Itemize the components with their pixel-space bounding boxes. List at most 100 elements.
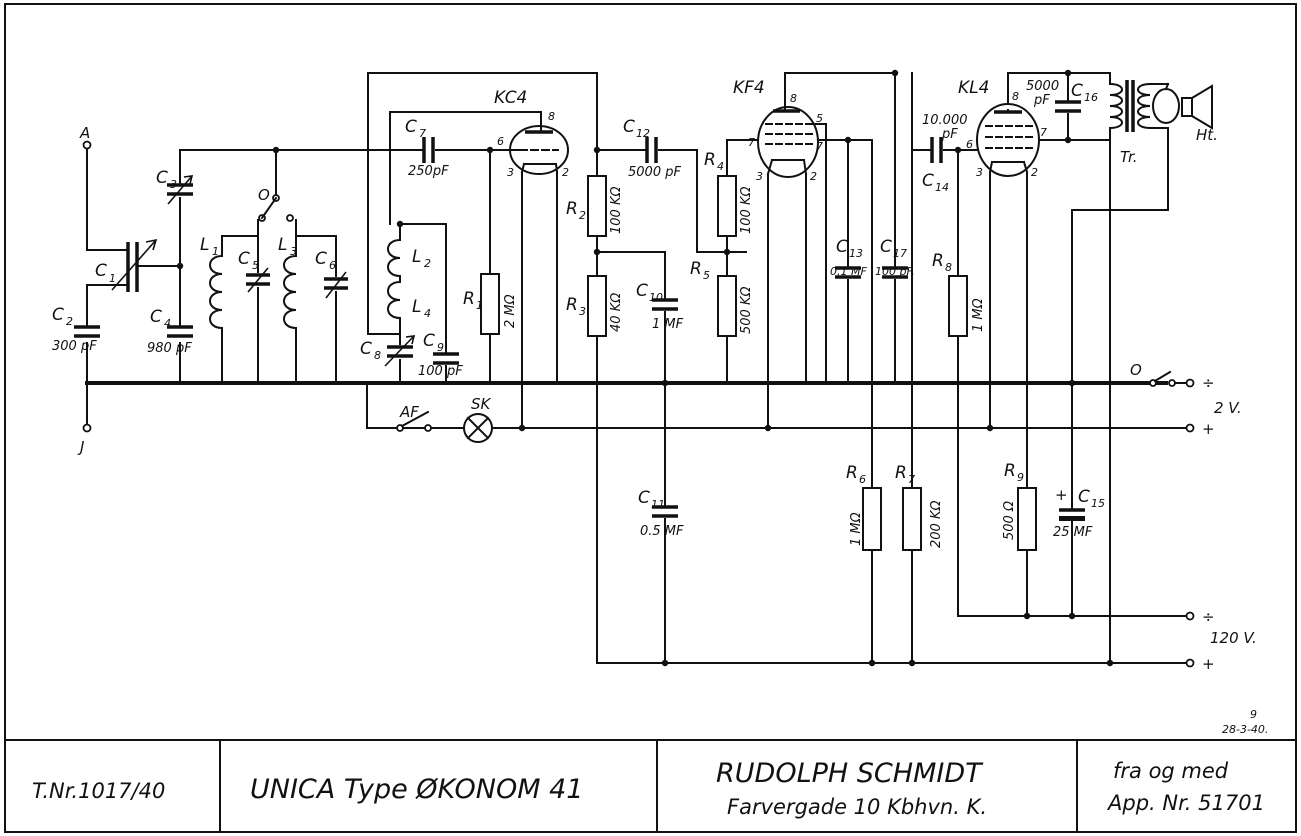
resistor-R5 xyxy=(717,275,737,337)
capacitor-C9 xyxy=(433,352,459,365)
inductor-L2-L4 xyxy=(387,238,402,320)
label-C16: C xyxy=(1071,81,1083,101)
value-C12: 5000 pF xyxy=(628,165,681,180)
inductor-L1 xyxy=(209,254,224,330)
label-C12-sub: 12 xyxy=(636,127,650,140)
capacitor-C15 xyxy=(1059,508,1085,521)
serial-from-line2: App. Nr. 51701 xyxy=(1106,791,1265,815)
pin-KF4-7a: 7 xyxy=(748,136,755,149)
resistor-R6 xyxy=(862,487,882,551)
pin-KL4-2: 2 xyxy=(1031,166,1038,179)
pin-KL4-6: 6 xyxy=(966,138,973,151)
label-C4: C xyxy=(150,307,162,327)
capacitor-C16 xyxy=(1055,100,1081,113)
resistor-R9 xyxy=(1017,487,1037,551)
label-C14: C xyxy=(922,171,934,191)
pin-KL4-8: 8 xyxy=(1012,90,1019,103)
label-C15: C xyxy=(1078,487,1090,507)
label-C7: C xyxy=(405,117,417,137)
label-C5-sub: 5 xyxy=(252,259,259,272)
label-R7: R xyxy=(895,463,907,483)
label-R7-sub: 7 xyxy=(908,473,915,486)
value-C7: 250pF xyxy=(408,164,449,179)
label-R6: R xyxy=(846,463,858,483)
pin-KF4-5: 5 xyxy=(816,112,823,125)
capacitor-C10 xyxy=(652,298,678,311)
label-2v-plus: + xyxy=(1202,420,1215,438)
capacitor-C3 xyxy=(167,175,194,205)
label-L1-sub: 1 xyxy=(212,245,219,258)
capacitor-C11 xyxy=(652,505,678,518)
wiring xyxy=(85,72,1189,664)
label-ground: J xyxy=(77,438,84,456)
label-C3: C xyxy=(156,168,168,188)
label-C4-sub: 4 xyxy=(164,317,171,330)
label-R4-sub: 4 xyxy=(717,160,724,173)
label-C6-sub: 6 xyxy=(329,259,336,272)
value-R9: 500 Ω xyxy=(1002,501,1017,540)
capacitor-C12 xyxy=(645,137,658,163)
power-switch xyxy=(1139,370,1187,387)
label-R9-sub: 9 xyxy=(1017,471,1024,484)
label-C5: C xyxy=(238,249,250,269)
label-L4-sub: 4 xyxy=(424,307,431,320)
company-name: RUDOLPH SCHMIDT xyxy=(716,758,984,789)
label-R9: R xyxy=(1004,461,1016,481)
value-C10: 1 MF xyxy=(652,317,684,332)
resistor-R1 xyxy=(480,273,500,335)
pin-KC4-2: 2 xyxy=(562,166,569,179)
label-R4: R xyxy=(704,150,716,170)
capacitor-C7 xyxy=(422,137,435,163)
pilot-lamp-SK xyxy=(463,413,493,443)
supply-terminals xyxy=(82,140,1195,668)
label-L4: L xyxy=(412,297,421,317)
label-C11-sub: 11 xyxy=(651,498,665,511)
label-loudspeaker: Ht. xyxy=(1196,126,1218,144)
label-C9: C xyxy=(423,331,435,351)
label-C16-sub: 16 xyxy=(1084,91,1098,104)
value-C17: 100 pF. xyxy=(875,265,915,278)
label-C17: C xyxy=(880,237,892,257)
label-2v: 2 V. xyxy=(1214,399,1242,417)
pin-KL4-3: 3 xyxy=(976,166,983,179)
label-C8-sub: 8 xyxy=(374,349,381,362)
label-C17-sub: 17 xyxy=(893,247,907,260)
resistor-R3 xyxy=(587,275,607,337)
value-C9: 100 pF xyxy=(418,364,463,379)
component-labels: A J C 1 C 2 300 pF C 3 C 4 980 pF L 1 C … xyxy=(52,78,1268,736)
capacitor-C6 xyxy=(324,271,348,299)
resistor-R7 xyxy=(902,487,922,551)
drawing-number: T.Nr.1017/40 xyxy=(32,779,165,803)
value-C14-b: pF xyxy=(941,127,958,142)
value-C15: 25 MF xyxy=(1053,525,1093,540)
label-AF: AF xyxy=(399,403,419,421)
capacitor-C4 xyxy=(167,325,193,338)
value-R2: 100 KΩ xyxy=(609,187,624,234)
label-C14-sub: 14 xyxy=(935,181,949,194)
drawing-date: 28-3-40. xyxy=(1222,723,1268,736)
capacitor-C2 xyxy=(74,325,100,338)
label-R8: R xyxy=(932,251,944,271)
label-transformer: Tr. xyxy=(1120,148,1138,166)
capacitor-C14 xyxy=(930,137,943,163)
label-C9-sub: 9 xyxy=(437,341,444,354)
pin-KC4-6: 6 xyxy=(497,135,504,148)
pin-KC4-8: 8 xyxy=(548,110,555,123)
label-R2-sub: 2 xyxy=(579,209,586,222)
label-L1: L xyxy=(200,235,209,255)
capacitor-C17 xyxy=(882,266,908,279)
label-SK: SK xyxy=(471,395,492,413)
value-C16-b: pF xyxy=(1033,93,1050,108)
label-C15-plus: + xyxy=(1055,486,1068,504)
product-name: UNICA Type ØKONOM 41 xyxy=(250,774,583,805)
label-KL4: KL4 xyxy=(958,78,989,98)
label-C8: C xyxy=(360,339,372,359)
label-C7-sub: 7 xyxy=(419,127,426,140)
label-R3-sub: 3 xyxy=(579,305,586,318)
output-transformer xyxy=(1108,80,1169,132)
value-C4: 980 pF xyxy=(147,341,192,356)
label-R1: R xyxy=(463,289,475,309)
label-R8-sub: 8 xyxy=(945,261,952,274)
label-L2-sub: 2 xyxy=(424,257,431,270)
label-C2-sub: 2 xyxy=(66,315,73,328)
